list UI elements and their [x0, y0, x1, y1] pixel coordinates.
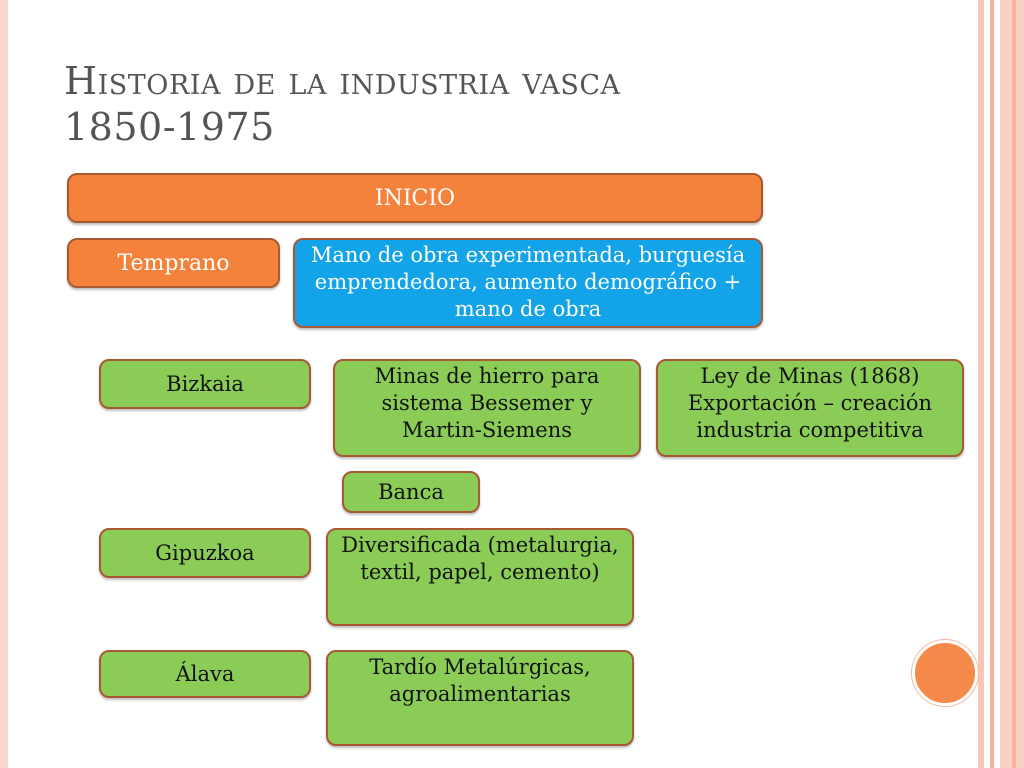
alava-label: Álava: [175, 661, 235, 686]
mano-obra-box: Mano de obra experimentada, burguesía em…: [293, 238, 763, 328]
bizkaia-box: Bizkaia: [99, 359, 311, 409]
gipuzkoa-box: Gipuzkoa: [99, 528, 311, 578]
right-decor-stripe: [978, 0, 984, 768]
banca-box: Banca: [342, 471, 480, 513]
inicio-box: INICIO: [67, 173, 763, 223]
bizkaia-ley-text: Ley de Minas (1868) Exportación – creaci…: [687, 364, 933, 442]
right-decor-stripe: [990, 0, 994, 768]
mano-obra-text: Mano de obra experimentada, burguesía em…: [310, 243, 746, 321]
alava-desc-text: Tardío Metalúrgicas, agroalimentarias: [369, 655, 591, 706]
gipuzkoa-desc-text: Diversificada (metalurgia, textil, papel…: [341, 533, 619, 584]
slide-title-line2: 1850-1975: [64, 105, 275, 149]
slide-title: Historia de la industria vasca 1850-1975: [64, 58, 924, 150]
accent-circle: [912, 640, 978, 706]
right-decor-stripe: [1012, 0, 1016, 768]
gipuzkoa-label: Gipuzkoa: [155, 540, 255, 565]
slide-title-line1: Historia de la industria vasca: [64, 59, 621, 103]
left-decor-bar: [0, 0, 8, 768]
bizkaia-label: Bizkaia: [166, 371, 244, 396]
bizkaia-minas-box: Minas de hierro para sistema Bessemer y …: [333, 359, 641, 457]
bizkaia-minas-text: Minas de hierro para sistema Bessemer y …: [374, 364, 600, 442]
gipuzkoa-desc-box: Diversificada (metalurgia, textil, papel…: [326, 528, 634, 626]
banca-label: Banca: [378, 479, 444, 504]
alava-desc-box: Tardío Metalúrgicas, agroalimentarias: [326, 650, 634, 746]
alava-box: Álava: [99, 650, 311, 698]
temprano-box: Temprano: [67, 238, 280, 288]
temprano-label: Temprano: [117, 250, 230, 276]
bizkaia-ley-box: Ley de Minas (1868) Exportación – creaci…: [656, 359, 964, 457]
inicio-label: INICIO: [374, 185, 456, 211]
